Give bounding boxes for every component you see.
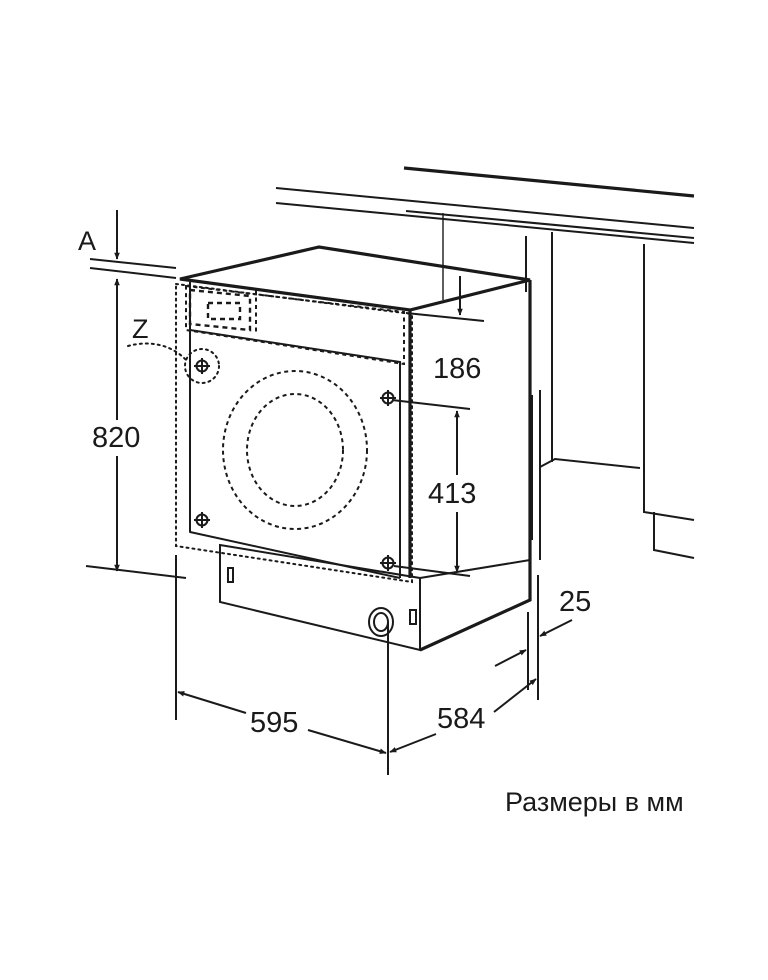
dimension-fixing-spacing xyxy=(391,399,471,577)
label-offset: 25 xyxy=(559,586,592,618)
dimension-height xyxy=(85,278,187,579)
fixing-point-bottom-left xyxy=(194,512,210,528)
porthole xyxy=(222,370,368,530)
dimension-panel-height xyxy=(405,276,485,322)
panel-outline xyxy=(175,282,413,584)
fixing-point-bottom-right xyxy=(380,555,396,571)
label-height: 820 xyxy=(92,422,141,454)
units-caption: Размеры в мм xyxy=(505,787,684,817)
worktop xyxy=(275,166,695,244)
label-depth: 584 xyxy=(437,703,486,735)
label-a: A xyxy=(78,226,97,256)
dimension-a xyxy=(89,210,177,279)
dimension-width xyxy=(175,555,389,775)
label-z: Z xyxy=(132,314,149,344)
fixing-point-top-left xyxy=(184,348,220,384)
fixing-point-top-right xyxy=(380,390,396,406)
label-fixing-spacing: 413 xyxy=(428,478,477,510)
label-width: 595 xyxy=(250,707,299,739)
dimension-offset xyxy=(494,612,573,690)
label-panel-height: 186 xyxy=(433,353,482,385)
z-leader xyxy=(127,342,187,361)
niche-wall xyxy=(442,213,695,560)
